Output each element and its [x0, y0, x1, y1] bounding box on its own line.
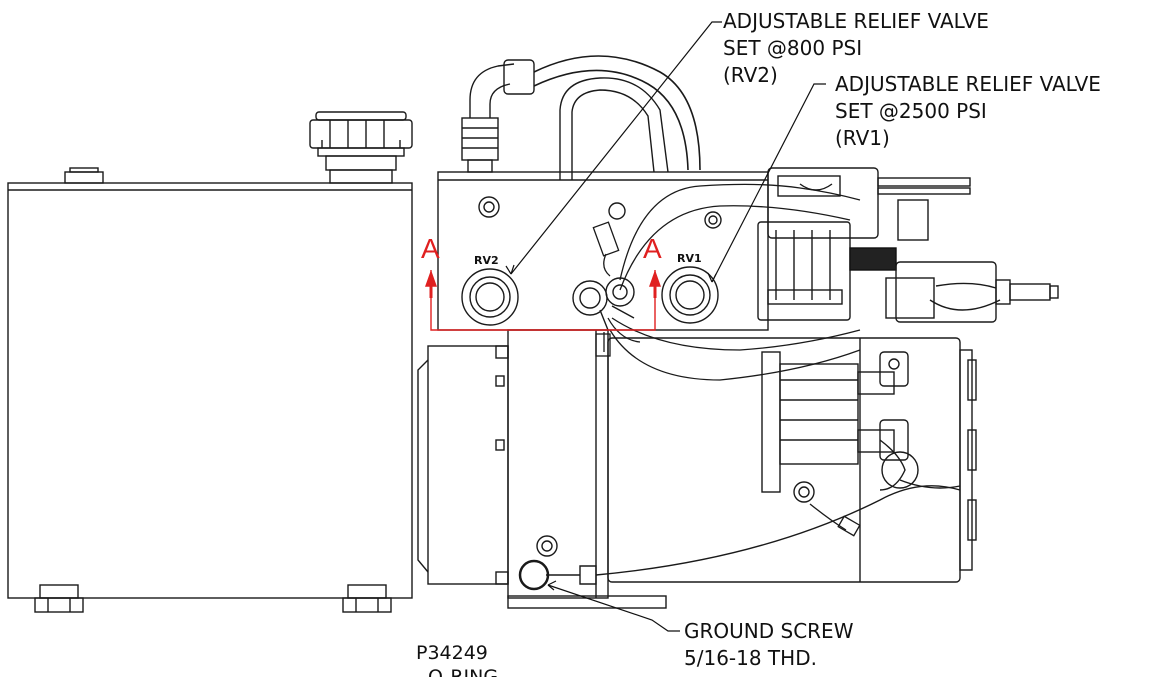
- callout-oring-line2: O-RING: [428, 666, 499, 677]
- callout-rv1-line2: SET @2500 PSI: [835, 99, 987, 123]
- callout-rv1: ADJUSTABLE RELIEF VALVE SET @2500 PSI (R…: [835, 71, 1101, 152]
- start-relay: [761, 351, 961, 503]
- callout-oring-line1: P34249: [416, 642, 488, 664]
- callout-rv2-line3: (RV2): [723, 63, 778, 87]
- wiring-harness: [592, 183, 861, 537]
- centre-fitting: [572, 277, 635, 331]
- electric-motor: [417, 329, 977, 609]
- port-label-rv2: RV2: [474, 254, 499, 267]
- section-label-left: A: [421, 233, 440, 264]
- port-label-rv1: RV1: [677, 252, 702, 265]
- reservoir-tank: [7, 167, 413, 613]
- callout-rv2: ADJUSTABLE RELIEF VALVE SET @800 PSI (RV…: [723, 8, 989, 89]
- solenoid-valve: [757, 167, 1059, 323]
- pressure-hose: [461, 55, 701, 180]
- section-line-a-a: [425, 269, 661, 331]
- callout-rv2-line2: SET @800 PSI: [723, 36, 863, 60]
- callout-ground-screw: GROUND SCREW 5/16-18 THD.: [684, 618, 853, 672]
- filler-breather-cap: [309, 111, 413, 184]
- callout-rv1-line3: (RV1): [835, 126, 890, 150]
- callout-o-ring: P34249 O-RING: [416, 641, 498, 677]
- callout-rv2-line1: ADJUSTABLE RELIEF VALVE: [723, 9, 989, 33]
- valve-manifold-block: [437, 171, 769, 331]
- relief-valve-rv1: [661, 266, 719, 324]
- callout-ground-line2: 5/16-18 THD.: [684, 646, 817, 670]
- callout-ground-line1: GROUND SCREW: [684, 619, 854, 643]
- callout-rv1-line1: ADJUSTABLE RELIEF VALVE: [835, 72, 1101, 96]
- section-label-right: A: [643, 233, 662, 264]
- relief-valve-rv2: [461, 268, 519, 326]
- leader-lines: [505, 21, 826, 632]
